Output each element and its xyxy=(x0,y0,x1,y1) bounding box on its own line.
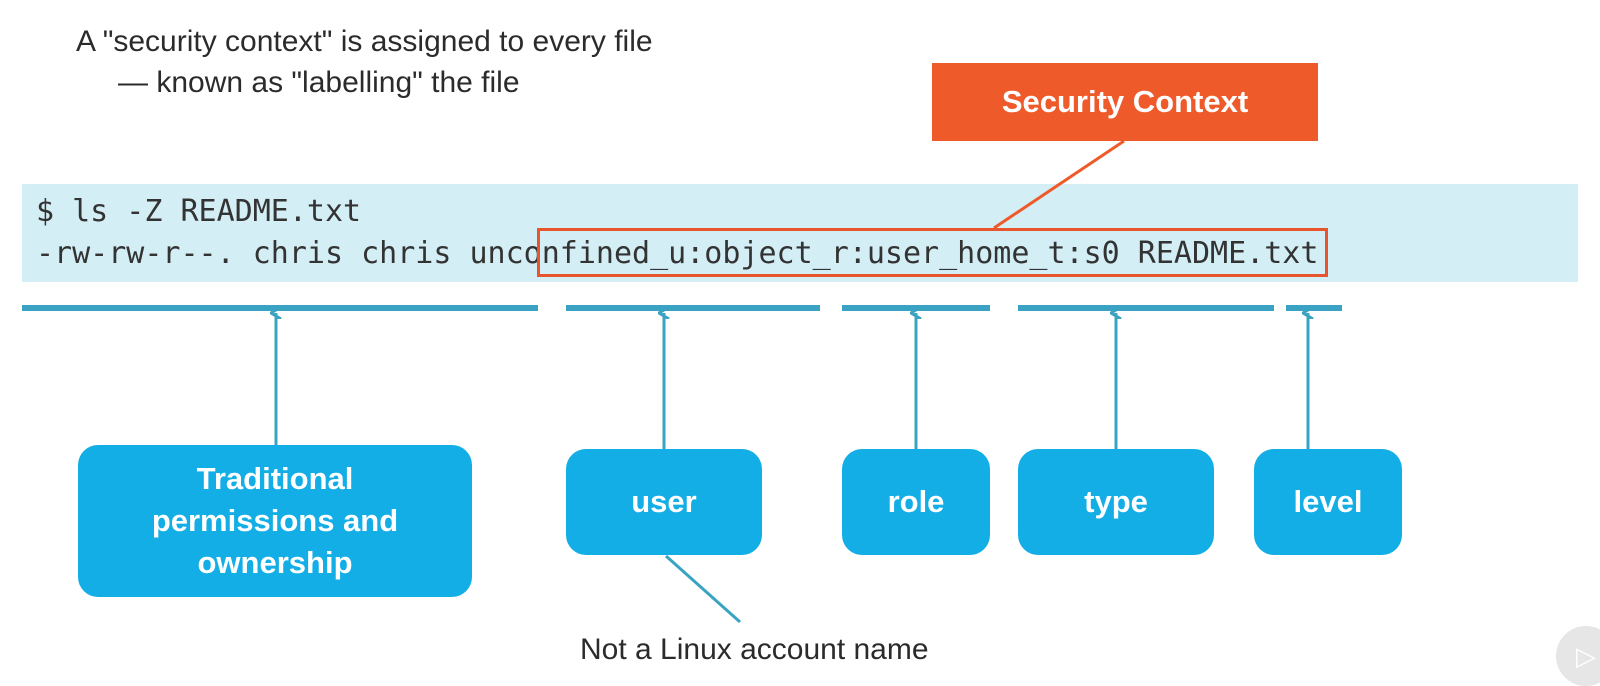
security-context-highlight xyxy=(537,228,1328,277)
label-traditional-permissions: Traditional permissions and ownership xyxy=(78,445,472,597)
label-type: type xyxy=(1018,449,1214,555)
note-connector xyxy=(665,554,741,624)
label-role: role xyxy=(842,449,990,555)
callout-label: Security Context xyxy=(1001,84,1249,119)
slide-heading: A "security context" is assigned to ever… xyxy=(76,25,653,58)
label-level-text: level xyxy=(1293,484,1363,519)
output-security-context: unconfined_u:object_r:user_home_t:s0 xyxy=(469,236,1120,271)
terminal-output: -rw-rw-r--. chris chris unconfined_u:obj… xyxy=(36,234,1576,274)
terminal-command: $ ls -Z README.txt xyxy=(36,194,362,229)
bar-level xyxy=(1286,305,1342,311)
output-prefix: -rw-rw-r--. chris chris xyxy=(36,236,470,271)
label-role-text: role xyxy=(887,484,945,519)
slide-subheading: — known as "labelling" the file xyxy=(118,66,520,99)
bar-type xyxy=(1018,305,1274,311)
bar-role xyxy=(842,305,990,311)
label-type-text: type xyxy=(1084,484,1148,519)
terminal-block: $ ls -Z README.txt -rw-rw-r--. chris chr… xyxy=(22,184,1578,282)
bar-traditional xyxy=(22,305,538,311)
label-level: level xyxy=(1254,449,1402,555)
label-user: user xyxy=(566,449,762,555)
security-context-callout: Security Context xyxy=(932,63,1318,141)
label-traditional-text: Traditional permissions and ownership xyxy=(151,461,399,580)
bar-user xyxy=(566,305,820,311)
play-icon[interactable]: ▷ xyxy=(1556,626,1600,686)
label-user-text: user xyxy=(631,484,697,519)
output-suffix: README.txt xyxy=(1119,236,1319,271)
user-note: Not a Linux account name xyxy=(580,633,929,666)
